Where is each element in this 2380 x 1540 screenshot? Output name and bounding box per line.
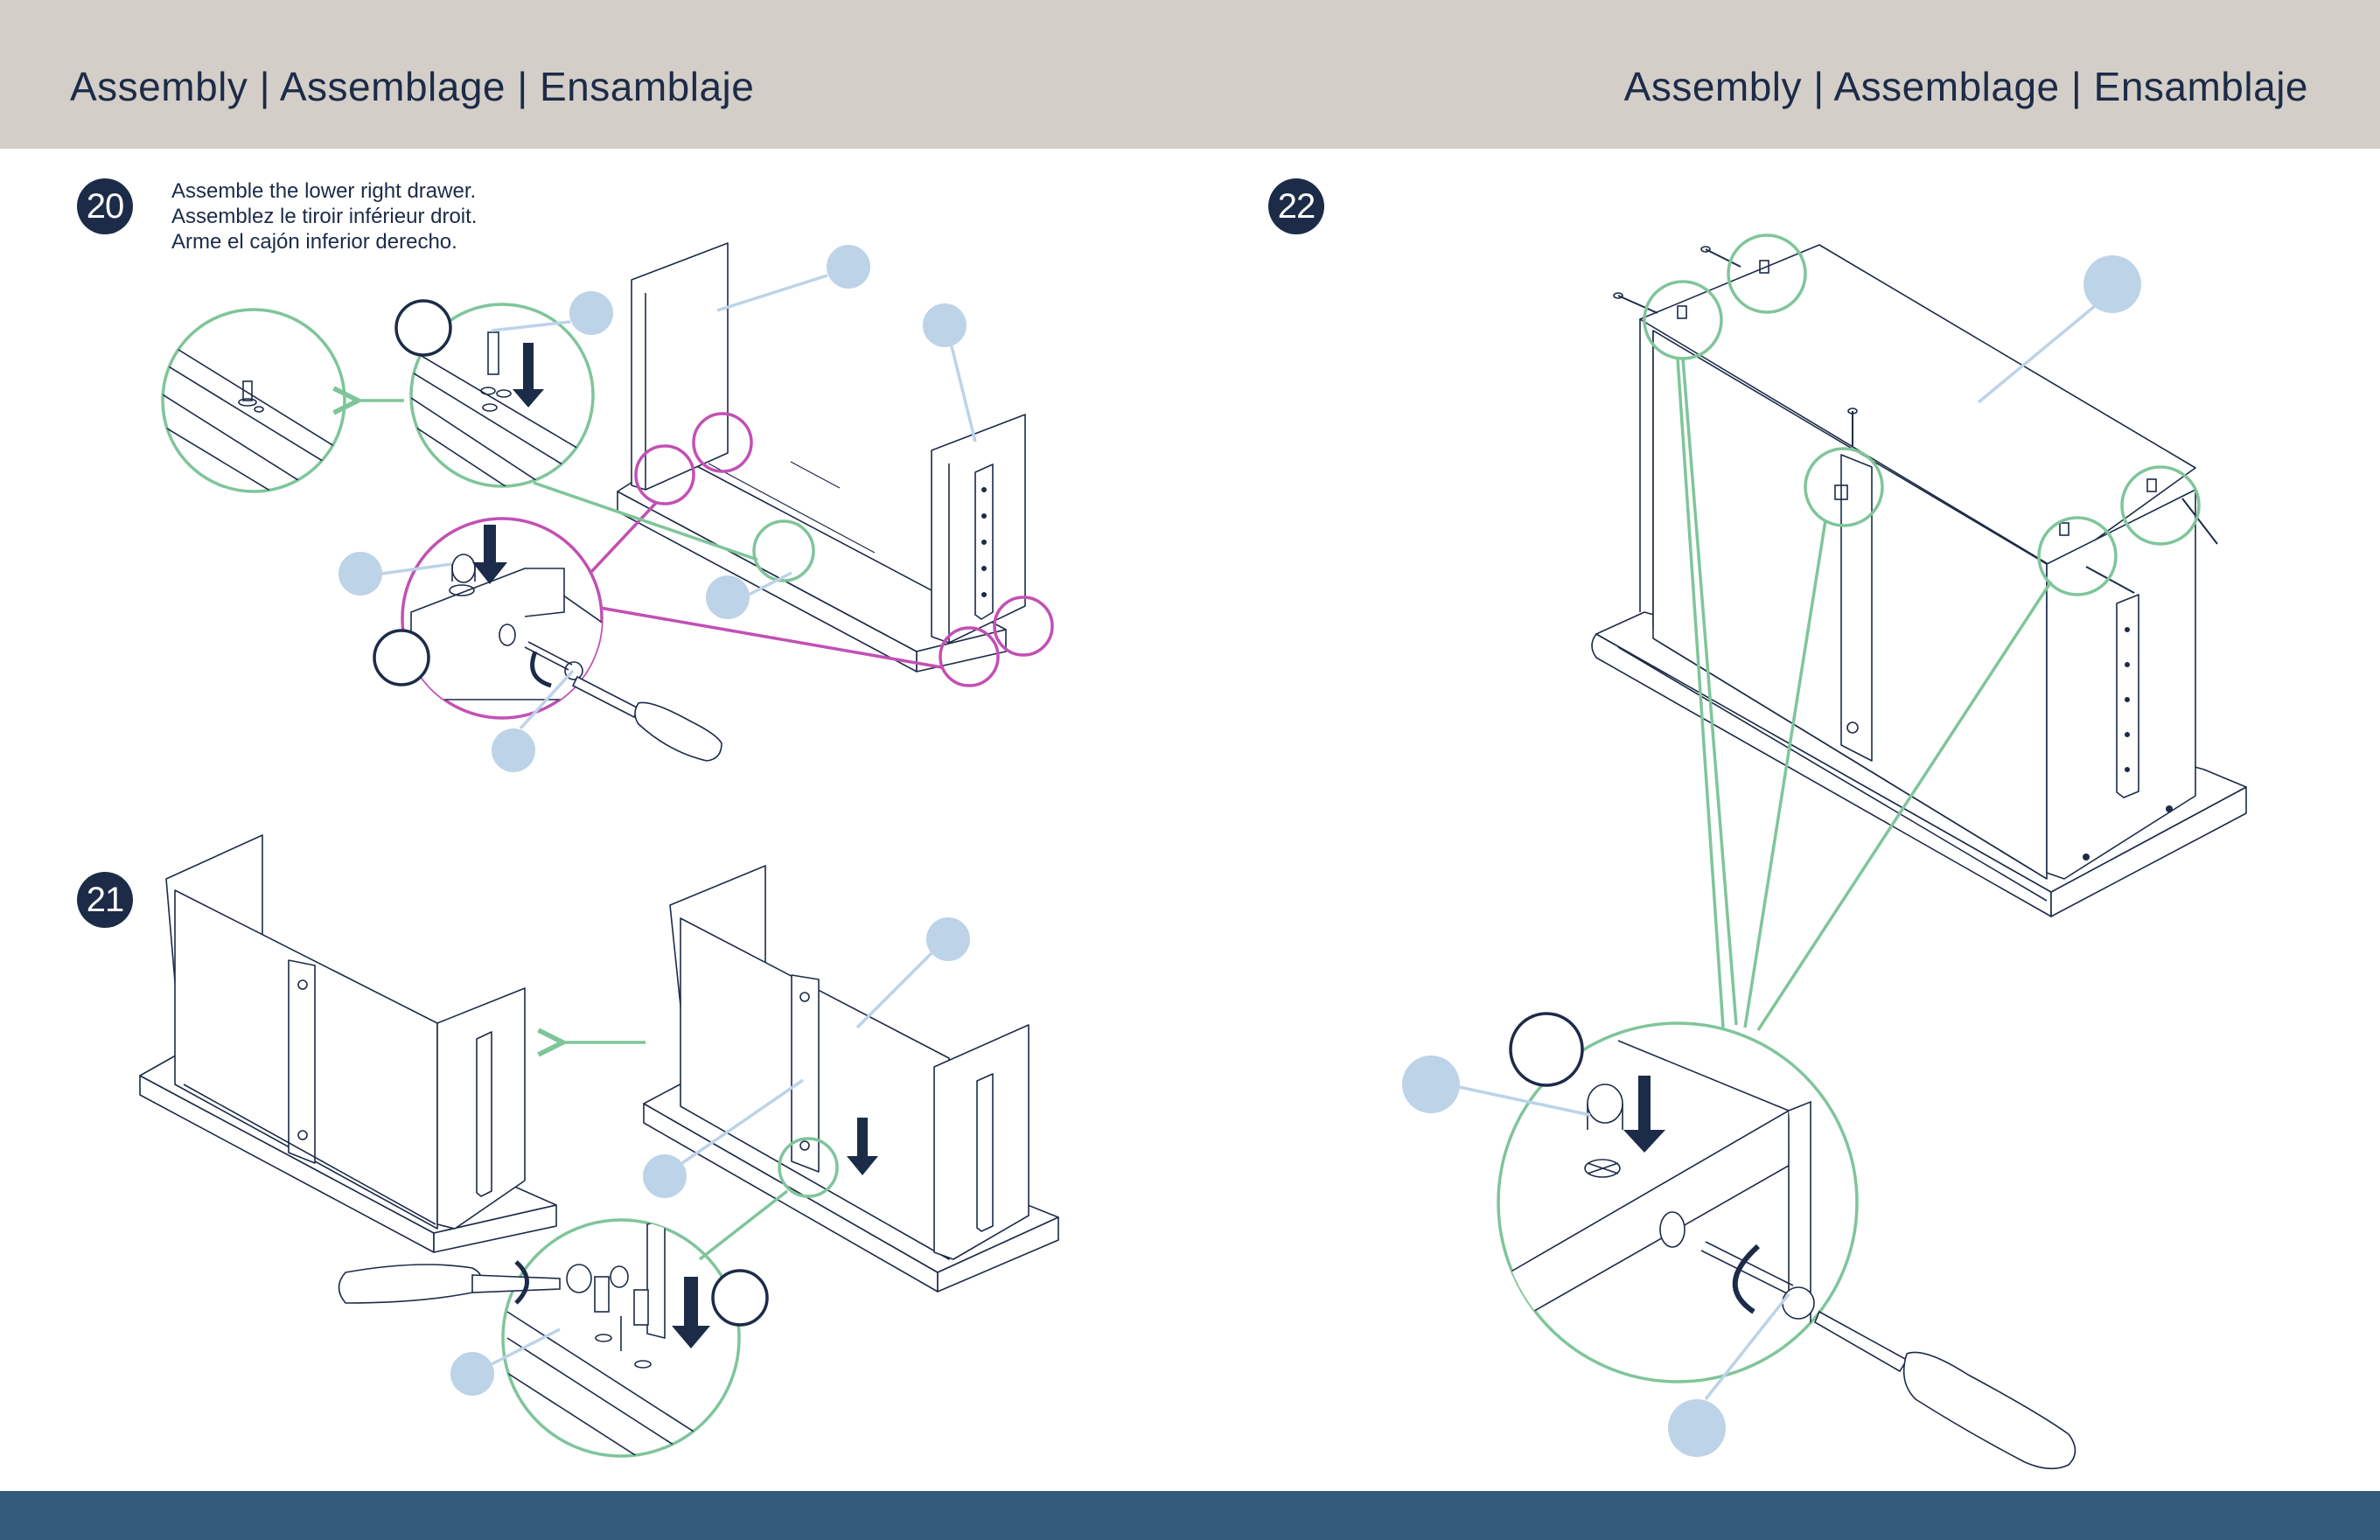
step-22-diagram	[1402, 235, 2246, 1468]
page-footer	[0, 1491, 2380, 1540]
step-20-diagram	[138, 243, 1052, 772]
step-21-diagram	[140, 835, 1058, 1530]
